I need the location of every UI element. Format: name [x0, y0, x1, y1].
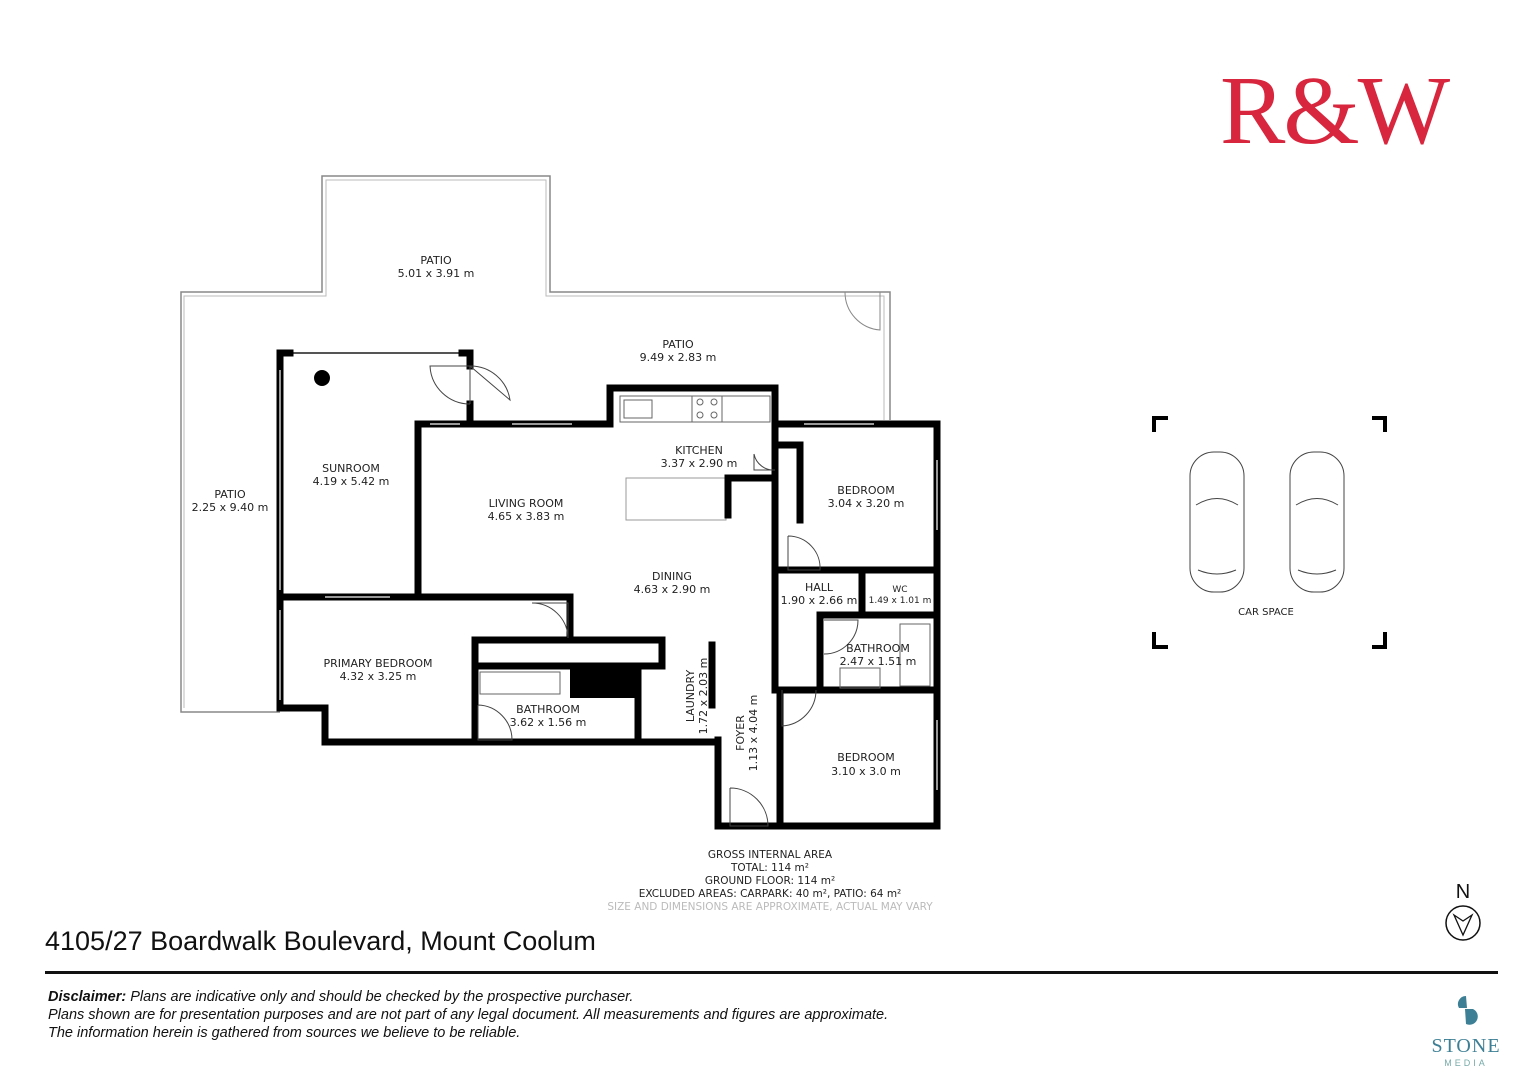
- room-name: HALL: [805, 581, 834, 594]
- doors: [429, 365, 859, 827]
- patio-door-swing: [844, 291, 881, 331]
- room-labels: PATIO 5.01 x 3.91 m PATIO 9.49 x 2.83 m …: [192, 254, 932, 778]
- car-space-label: CAR SPACE: [1238, 607, 1294, 618]
- room-name: BATHROOM: [846, 642, 910, 655]
- room-dims: 2.25 x 9.40 m: [192, 501, 269, 514]
- disclaimer-line: Plans shown are for presentation purpose…: [48, 1007, 889, 1023]
- stone-media-line1: STONE: [1431, 1035, 1501, 1057]
- room-dims: 4.63 x 2.90 m: [634, 583, 711, 596]
- column: [314, 370, 330, 386]
- room-dims: 5.01 x 3.91 m: [398, 267, 475, 280]
- north-arrow-icon: [1445, 905, 1481, 941]
- room-dims: 1.49 x 1.01 m: [869, 596, 932, 606]
- room-dims: 3.62 x 1.56 m: [510, 716, 587, 729]
- room-name: SUNROOM: [322, 462, 380, 475]
- room-name: PATIO: [420, 254, 452, 267]
- room-name: BEDROOM: [837, 751, 894, 764]
- compass-label: N: [1455, 881, 1471, 903]
- area-summary: GROSS INTERNAL AREA TOTAL: 114 m² GROUND…: [560, 849, 980, 914]
- disclaimer: Disclaimer: Plans are indicative only an…: [48, 988, 888, 1042]
- room-dims: 1.90 x 2.66 m: [781, 594, 858, 607]
- room-dims: 9.49 x 2.83 m: [640, 351, 717, 364]
- area-total: TOTAL: 114 m²: [730, 862, 809, 874]
- room-name: WC: [892, 585, 907, 595]
- disclaimer-line: The information herein is gathered from …: [48, 1025, 521, 1041]
- room-dims: 4.32 x 3.25 m: [340, 670, 417, 683]
- room-dims: 1.72 x 2.03 m: [697, 658, 710, 735]
- patio-outline: [180, 175, 891, 713]
- car-icon: [1289, 451, 1345, 593]
- room-dims: 1.13 x 4.04 m: [747, 695, 760, 772]
- area-ground-floor: GROUND FLOOR: 114 m²: [704, 875, 836, 887]
- room-dims: 4.65 x 3.83 m: [488, 510, 565, 523]
- kitchen-fixtures: [479, 395, 931, 695]
- car-icon: [1189, 451, 1245, 593]
- room-dims: 3.37 x 2.90 m: [661, 457, 738, 470]
- room-dims: 2.47 x 1.51 m: [840, 655, 917, 668]
- room-name: PRIMARY BEDROOM: [323, 657, 432, 670]
- room-name: LIVING ROOM: [489, 497, 564, 510]
- room-name: LAUNDRY: [684, 670, 697, 723]
- patio-outline-inner: [183, 179, 885, 708]
- stone-media-line2: MEDIA: [1444, 1058, 1488, 1068]
- room-name: DINING: [652, 570, 692, 583]
- windows: [279, 370, 938, 790]
- room-name: BATHROOM: [516, 703, 580, 716]
- room-name: KITCHEN: [675, 444, 723, 457]
- disclaimer-label: Disclaimer:: [48, 989, 127, 1005]
- disclaimer-line: Plans are indicative only and should be …: [126, 989, 634, 1005]
- room-dims: 3.04 x 3.20 m: [828, 497, 905, 510]
- area-note: SIZE AND DIMENSIONS ARE APPROXIMATE, ACT…: [607, 901, 933, 913]
- room-name: BEDROOM: [837, 484, 894, 497]
- room-name: PATIO: [214, 488, 246, 501]
- divider: [45, 971, 1498, 974]
- room-name: FOYER: [734, 715, 747, 751]
- room-dims: 3.10 x 3.0 m: [831, 765, 901, 778]
- property-address: 4105/27 Boardwalk Boulevard, Mount Coolu…: [45, 926, 596, 956]
- compass: N: [1443, 882, 1483, 947]
- area-excluded: EXCLUDED AREAS: CARPARK: 40 m², PATIO: 6…: [638, 888, 902, 900]
- room-dims: 4.19 x 5.42 m: [313, 475, 390, 488]
- car-space: [1152, 416, 1387, 649]
- stone-media-logo: STONE MEDIA: [1426, 994, 1506, 1068]
- kitchen-island: [625, 477, 727, 521]
- room-name: PATIO: [662, 338, 694, 351]
- area-heading: GROSS INTERNAL AREA: [707, 849, 833, 861]
- rw-logo: R&W: [1220, 57, 1450, 165]
- wall-block: [570, 666, 638, 698]
- stone-logo-icon: [1457, 995, 1478, 1025]
